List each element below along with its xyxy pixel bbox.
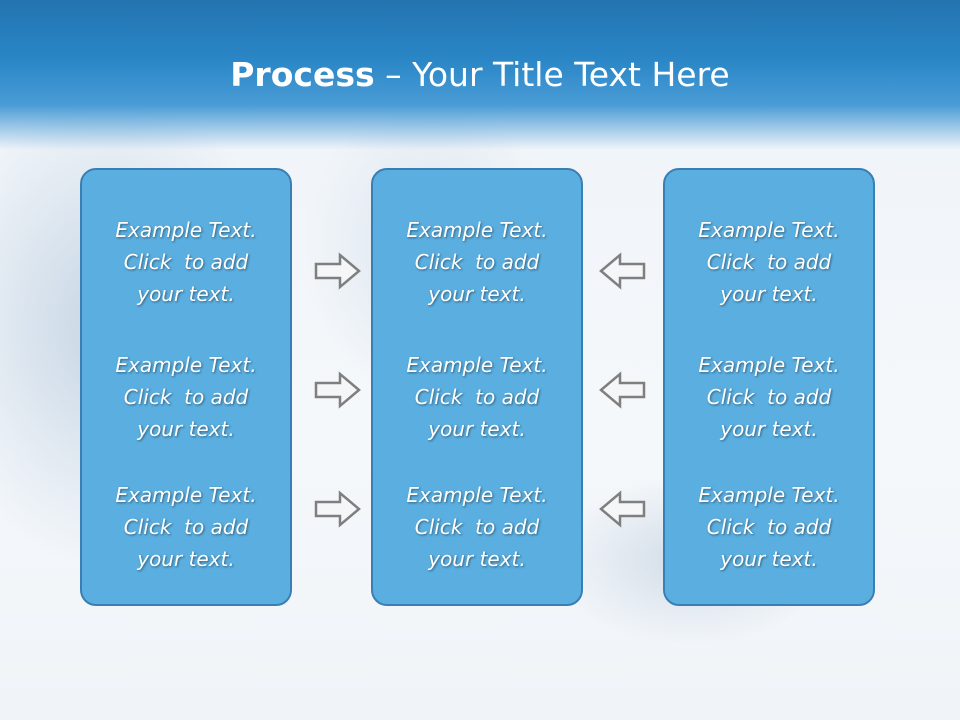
text-line: Example Text. <box>406 218 548 242</box>
title-rest: Your Title Text Here <box>412 55 730 94</box>
text-line: Click to add <box>123 250 249 274</box>
arrow-left-icon <box>599 252 646 290</box>
text-placeholder[interactable]: Example Text. Click to add your text. <box>82 479 290 575</box>
text-placeholder[interactable]: Example Text. Click to add your text. <box>373 214 581 310</box>
text-line: your text. <box>137 282 235 306</box>
text-placeholder[interactable]: Example Text. Click to add your text. <box>665 479 873 575</box>
arrow-right-icon <box>314 252 361 290</box>
title-banner <box>0 0 960 150</box>
text-placeholder[interactable]: Example Text. Click to add your text. <box>82 214 290 310</box>
text-line: Example Text. <box>406 483 548 507</box>
text-line: Click to add <box>414 385 540 409</box>
text-line: Example Text. <box>698 483 840 507</box>
text-placeholder[interactable]: Example Text. Click to add your text. <box>373 479 581 575</box>
text-line: your text. <box>428 417 526 441</box>
text-line: Click to add <box>706 250 832 274</box>
text-line: Click to add <box>706 515 832 539</box>
text-placeholder[interactable]: Example Text. Click to add your text. <box>82 349 290 445</box>
text-line: your text. <box>137 547 235 571</box>
text-line: your text. <box>428 282 526 306</box>
text-line: Click to add <box>414 250 540 274</box>
arrow-left-icon <box>599 490 646 528</box>
text-line: your text. <box>720 547 818 571</box>
process-box-left[interactable]: Example Text. Click to add your text. Ex… <box>80 168 292 606</box>
text-line: Example Text. <box>115 353 257 377</box>
text-line: your text. <box>720 282 818 306</box>
text-placeholder[interactable]: Example Text. Click to add your text. <box>373 349 581 445</box>
text-line: your text. <box>428 547 526 571</box>
process-box-center[interactable]: Example Text. Click to add your text. Ex… <box>371 168 583 606</box>
text-line: Example Text. <box>406 353 548 377</box>
text-line: Example Text. <box>115 483 257 507</box>
text-line: Example Text. <box>698 353 840 377</box>
text-line: Click to add <box>706 385 832 409</box>
text-line: Click to add <box>123 385 249 409</box>
text-line: Example Text. <box>115 218 257 242</box>
title-separator: – <box>374 55 413 94</box>
text-line: Example Text. <box>698 218 840 242</box>
text-placeholder[interactable]: Example Text. Click to add your text. <box>665 214 873 310</box>
text-line: your text. <box>137 417 235 441</box>
arrow-left-icon <box>599 371 646 409</box>
text-placeholder[interactable]: Example Text. Click to add your text. <box>665 349 873 445</box>
text-line: Click to add <box>123 515 249 539</box>
slide-title[interactable]: Process – Your Title Text Here <box>0 52 960 98</box>
arrow-right-icon <box>314 371 361 409</box>
arrow-right-icon <box>314 490 361 528</box>
text-line: Click to add <box>414 515 540 539</box>
title-bold: Process <box>230 55 375 94</box>
text-line: your text. <box>720 417 818 441</box>
process-box-right[interactable]: Example Text. Click to add your text. Ex… <box>663 168 875 606</box>
